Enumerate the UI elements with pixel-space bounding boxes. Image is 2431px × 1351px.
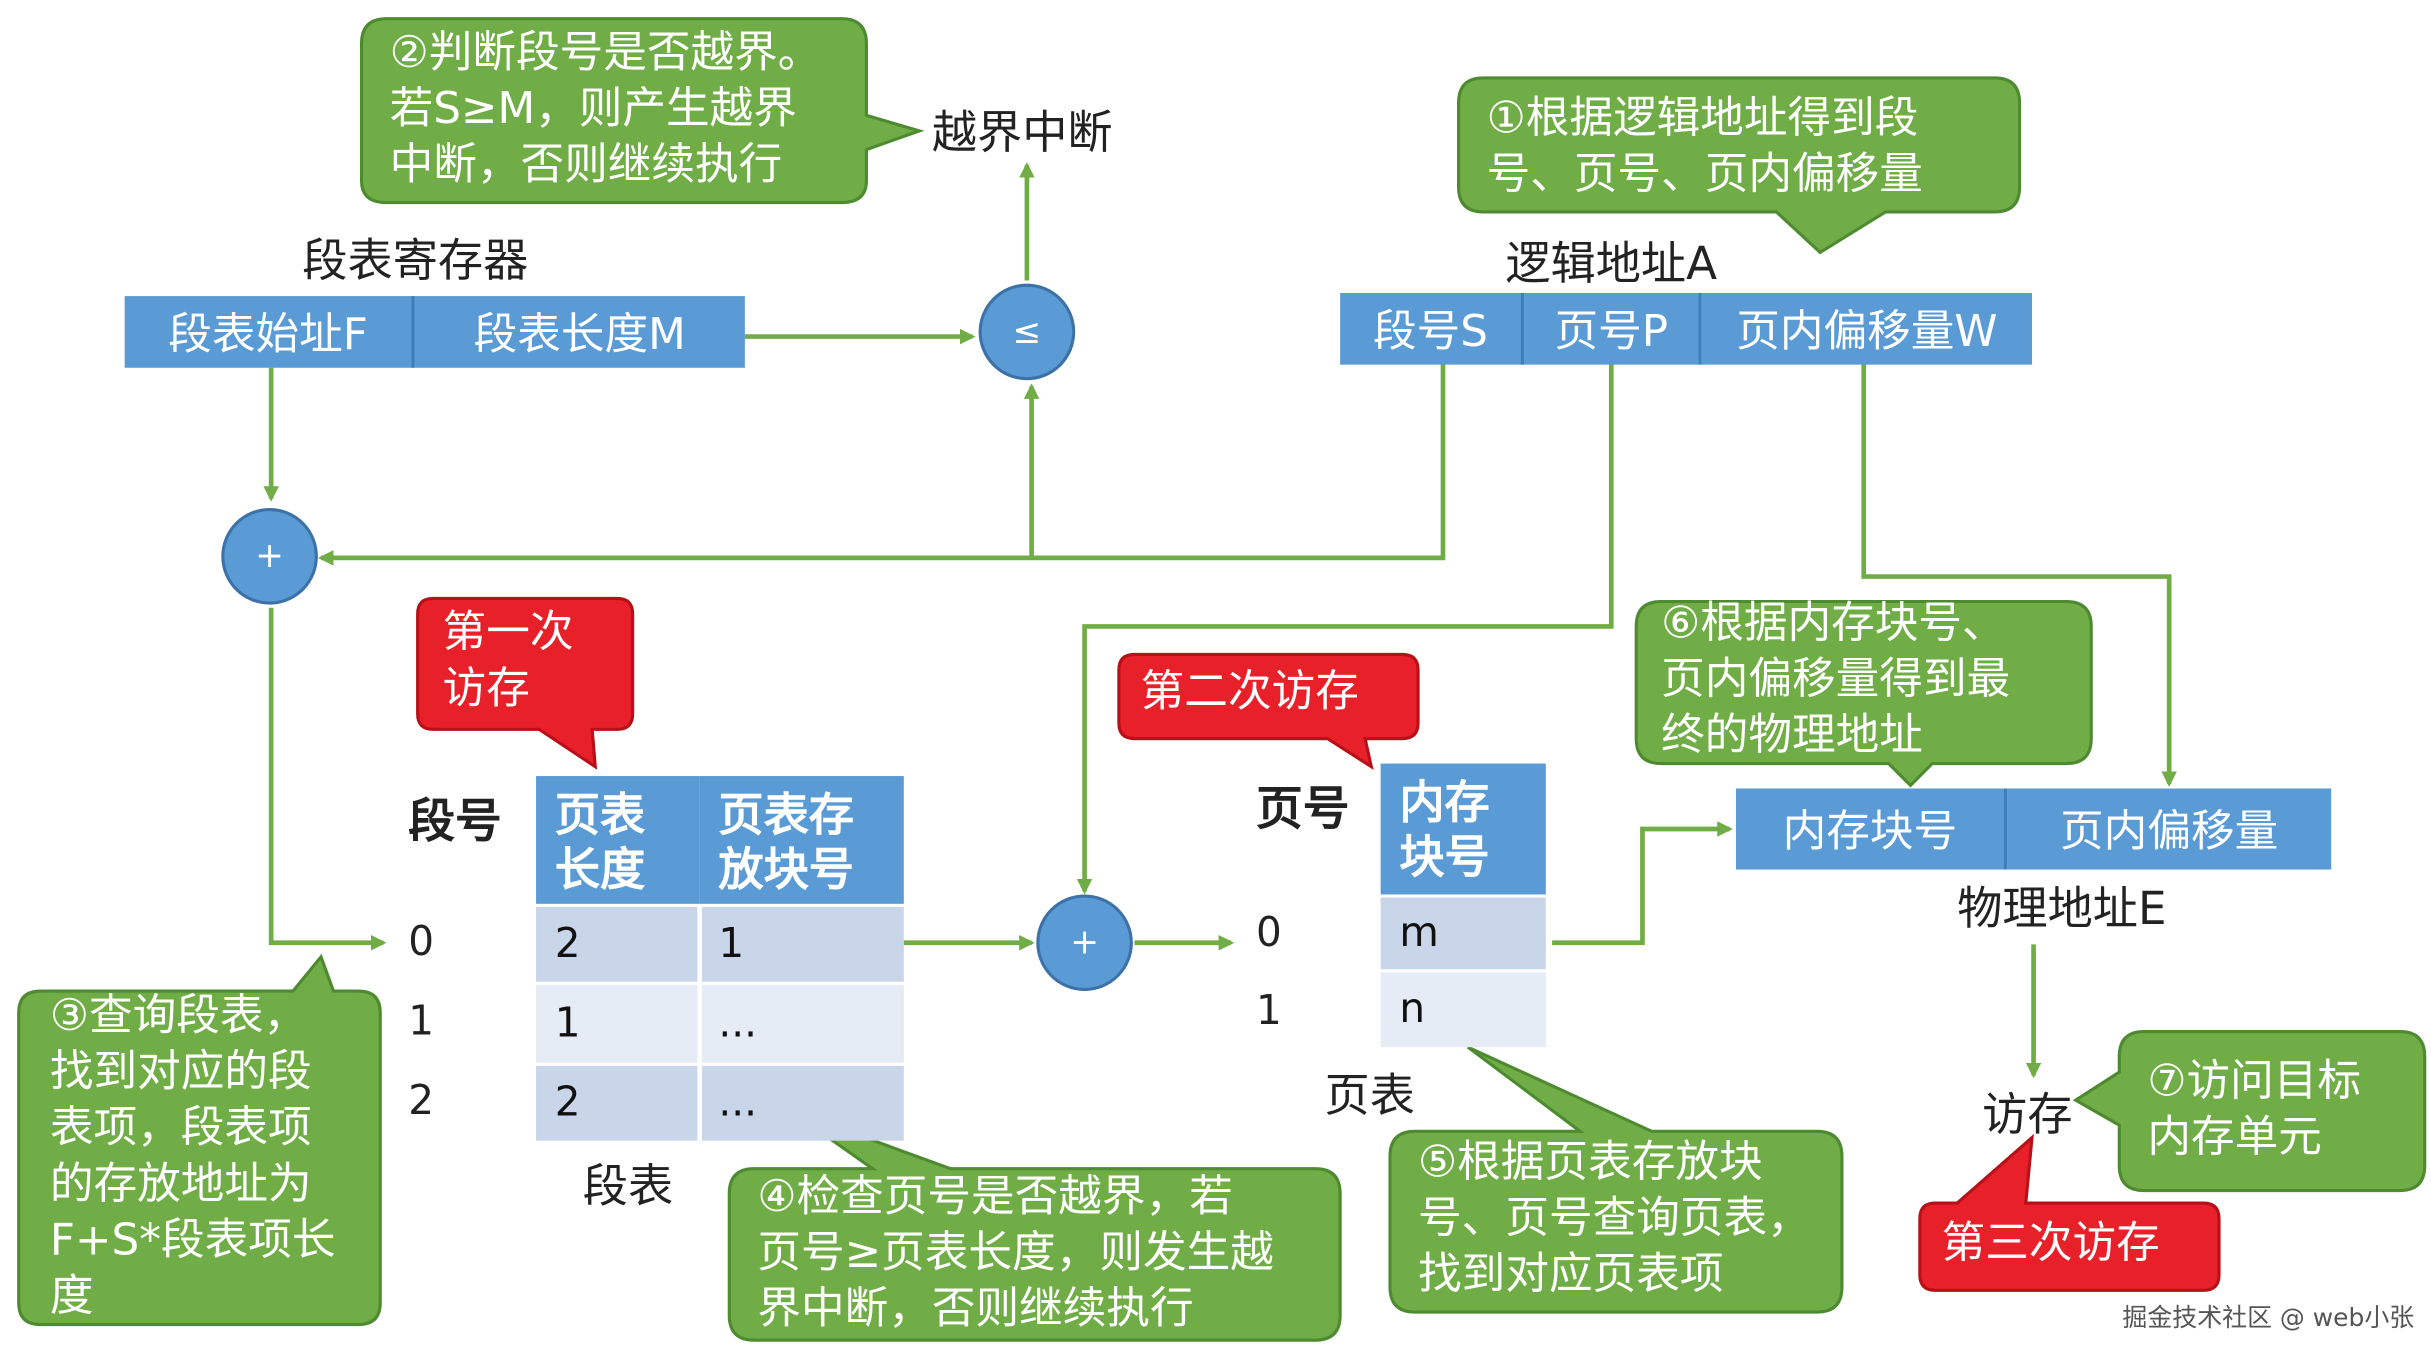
segment-table-cell: ... bbox=[718, 1079, 758, 1127]
watermark: 掘金技术社区 @ web小张 bbox=[2122, 1302, 2415, 1333]
bubble-7-line-1: ⑦访问目标 bbox=[2147, 1054, 2361, 1107]
bubble-3-line-6: 度 bbox=[49, 1270, 94, 1322]
bubble-3-shape bbox=[17, 953, 382, 1327]
bubble-6-line-3: 终的物理地址 bbox=[1661, 709, 1923, 761]
segment-table-header-block: 页表存 放块号 bbox=[699, 776, 904, 904]
register-table-length: 段表长度M bbox=[414, 296, 745, 368]
red-callout-2-shape bbox=[1117, 652, 1420, 771]
segment-adder-node: + bbox=[221, 508, 318, 605]
page-table-cell: n bbox=[1399, 986, 1426, 1034]
bubble-3-line-1: ③查询段表， bbox=[49, 989, 308, 1041]
segment-table-cell: 2 bbox=[554, 1079, 581, 1127]
red-callout-1-shape bbox=[416, 596, 635, 770]
bubble-1-line-1: ①根据逻辑地址得到段 bbox=[1486, 91, 1919, 144]
bubble-2-line-3: 中断，否则继续执行 bbox=[389, 138, 783, 191]
bubble-3-line-3: 表项，段表项 bbox=[49, 1101, 312, 1154]
bubble-4-line-1: ④检查页号是否越界，若 bbox=[757, 1170, 1233, 1222]
bubble-7-line-2: 内存单元 bbox=[2147, 1111, 2322, 1163]
segment-row-label: 2 bbox=[408, 1078, 435, 1126]
physical-offset: 页内偏移量 bbox=[2007, 788, 2332, 870]
bubble-1-line-2: 号、页号、页内偏移量 bbox=[1486, 148, 1923, 200]
page-table-caption: 页表 bbox=[1324, 1068, 1415, 1122]
bubble-4-line-3: 界中断，否则继续执行 bbox=[757, 1282, 1194, 1334]
logical-segment-number: 段号S bbox=[1340, 292, 1525, 365]
segment-row-label: 0 bbox=[408, 919, 435, 967]
bubble-4-line-2: 页号≥页表长度，则发生越 bbox=[757, 1226, 1274, 1278]
physical-block-number: 内存块号 bbox=[1735, 788, 2008, 870]
bubble-4-shape bbox=[727, 1108, 1342, 1342]
bubble-5-shape bbox=[1388, 1045, 1844, 1314]
comparator-node: ≤ bbox=[978, 283, 1076, 381]
segment-table-cell: ... bbox=[718, 1000, 758, 1048]
logical-address-label: 逻辑地址A bbox=[1505, 236, 1718, 290]
bubble-1-shape bbox=[1457, 76, 2022, 255]
bubble-6-line-1: ⑥根据内存块号、 bbox=[1661, 596, 2006, 649]
red-callout-1-line-1: 第一次 bbox=[442, 606, 574, 658]
register-start-address: 段表始址F bbox=[124, 296, 415, 368]
bubble-3-line-2: 找到对应的段 bbox=[49, 1045, 312, 1098]
segment-table-cell: 2 bbox=[554, 920, 581, 968]
logical-page-number: 页号P bbox=[1524, 292, 1702, 365]
bubble-2-line-2: 若S≥M，则产生越界 bbox=[389, 82, 797, 135]
red-callout-3-shape bbox=[1918, 1133, 2221, 1292]
segment-row-label: 1 bbox=[408, 998, 435, 1046]
bubble-6-shape bbox=[1634, 599, 2093, 788]
page-row-label: 0 bbox=[1255, 910, 1282, 957]
page-row-label: 1 bbox=[1255, 987, 1282, 1035]
bubble-5-line-1: ⑤根据页表存放块 bbox=[1418, 1136, 1763, 1188]
page-adder-node: + bbox=[1036, 894, 1133, 992]
bubble-2-line-1: ②判断段号是否越界。 bbox=[389, 26, 822, 78]
page-table-cell: m bbox=[1399, 910, 1439, 957]
interrupt-label: 越界中断 bbox=[931, 105, 1113, 159]
red-callout-1-line-2: 访存 bbox=[442, 662, 530, 714]
bubble-5-line-2: 号、页号查询页表， bbox=[1418, 1192, 1811, 1244]
red-callout-2-text: 第二次访存 bbox=[1140, 665, 1359, 717]
bubble-6-line-2: 页内偏移量得到最 bbox=[1661, 652, 2011, 705]
physical-address-label: 物理地址E bbox=[1957, 881, 2167, 935]
logical-offset: 页内偏移量W bbox=[1701, 292, 2033, 365]
bubble-3-line-4: 的存放地址为 bbox=[49, 1157, 312, 1210]
bubble-3-line-5: F+S*段表项长 bbox=[49, 1213, 336, 1266]
segment-table-header-length: 页表 长度 bbox=[536, 776, 700, 904]
red-callout-3-text: 第三次访存 bbox=[1941, 1217, 2160, 1269]
bubble-5-line-3: 找到对应页表项 bbox=[1418, 1248, 1724, 1300]
segment-table-caption: 段表 bbox=[582, 1159, 674, 1213]
memory-access-label: 访存 bbox=[1982, 1087, 2073, 1141]
segment-table-cell: 1 bbox=[718, 920, 745, 968]
segment-register-label: 段表寄存器 bbox=[302, 233, 529, 287]
bubble-2-shape bbox=[359, 17, 925, 205]
bubble-7-shape bbox=[2072, 1030, 2427, 1193]
segment-number-header: 段号 bbox=[408, 794, 502, 850]
segment-table-cell: 1 bbox=[554, 1000, 581, 1048]
page-table-header: 内存 块号 bbox=[1380, 763, 1546, 895]
page-number-header: 页号 bbox=[1255, 782, 1350, 837]
